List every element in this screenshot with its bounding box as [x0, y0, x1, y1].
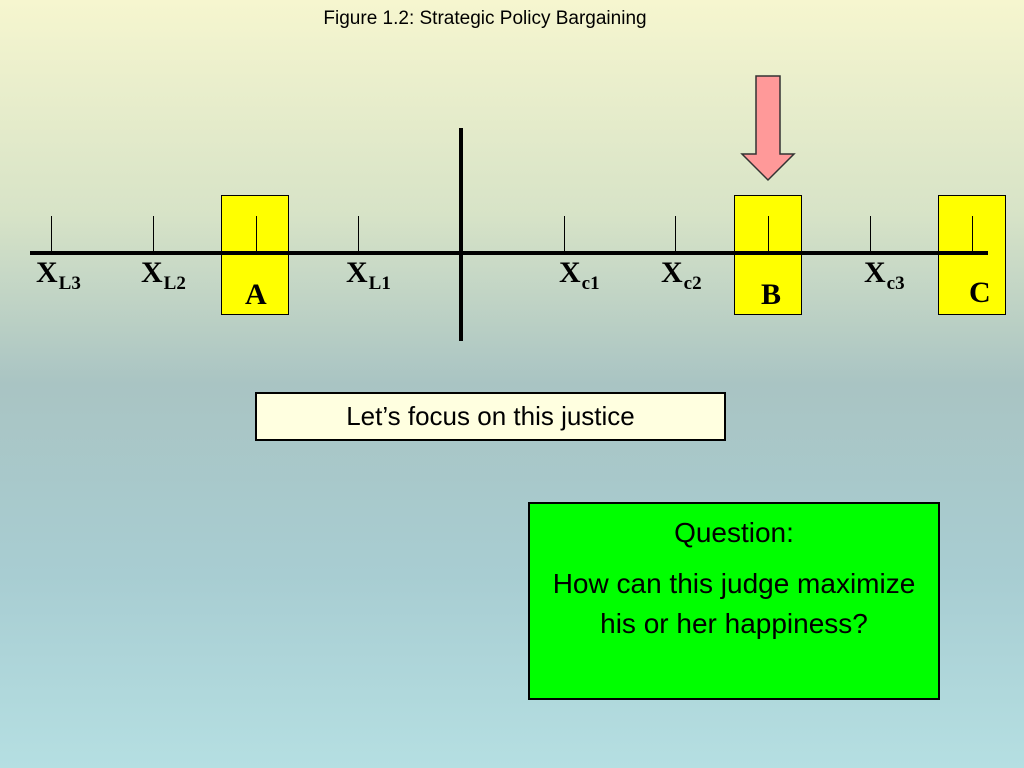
tick-xc3	[870, 216, 871, 251]
label-xl2: XL2	[141, 256, 186, 294]
label-xc3: Xc3	[864, 256, 905, 294]
label-xc1: Xc1	[559, 256, 600, 294]
justice-box-b	[734, 195, 802, 315]
question-title: Question:	[674, 517, 794, 548]
center-divider	[459, 128, 463, 341]
policy-axis	[30, 251, 988, 255]
tick-b	[768, 216, 769, 251]
label-xl1: XL1	[346, 256, 391, 294]
justice-label-c: C	[969, 276, 991, 309]
tick-xc1	[564, 216, 565, 251]
focus-callout: Let’s focus on this justice	[255, 392, 726, 441]
justice-label-b: B	[761, 278, 782, 311]
question-body: How can this judge maximize his or her h…	[552, 568, 916, 639]
justice-box-a	[221, 195, 289, 315]
justice-box-c	[938, 195, 1006, 315]
tick-xl2	[153, 216, 154, 251]
tick-xl3	[51, 216, 52, 251]
tick-xc2	[675, 216, 676, 251]
justice-label-a: A	[245, 278, 267, 311]
tick-xl1	[358, 216, 359, 251]
figure-title: Figure 1.2: Strategic Policy Bargaining	[323, 8, 647, 29]
down-arrow-icon	[740, 75, 796, 182]
label-xc2: Xc2	[661, 256, 702, 294]
tick-a	[256, 216, 257, 251]
question-box: Question: How can this judge maximize hi…	[528, 502, 940, 700]
tick-c	[972, 216, 973, 251]
label-xl3: XL3	[36, 256, 81, 294]
